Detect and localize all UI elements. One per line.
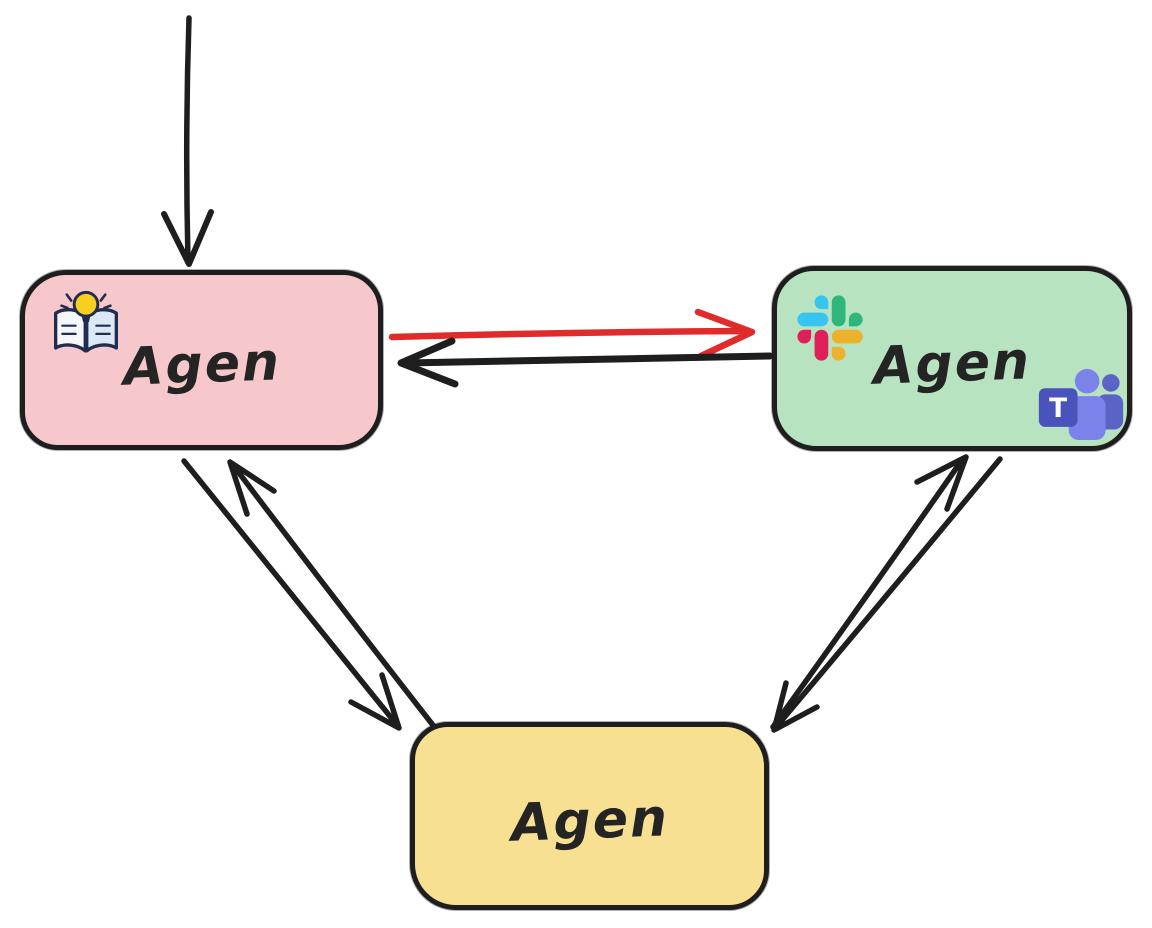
arrow-pink-to-yellow [181,458,402,731]
microsoft-teams-icon: T [1037,368,1125,440]
yellow-to-pink-shaft [230,462,446,741]
incoming-arrow [161,15,214,267]
arrow-yellow-to-pink [227,459,446,741]
red-arrow-shaft [388,327,752,341]
pink-to-yellow-head [348,672,402,731]
teams-letter: T [1049,394,1067,424]
agent-node-yellow: Agen [410,722,769,910]
incoming-arrow-head [161,209,214,267]
agent-node-green: T Agen [772,266,1132,451]
green-to-pink-shaft [402,352,774,367]
green-to-pink-head [397,337,459,388]
knowledge-book-lightbulb-icon [49,283,123,361]
arrow-pink-to-green-red [388,308,756,360]
yellow-to-green-head [914,454,969,512]
green-to-yellow-shaft [774,456,1003,729]
red-arrow-head [694,308,756,360]
yellow-to-pink-head [227,459,277,517]
incoming-arrow-shaft [183,15,192,263]
agent-label-green: Agen [872,330,1033,397]
yellow-to-green-shaft [770,457,965,730]
agent-label-yellow: Agen [509,788,670,854]
slack-icon [797,295,863,361]
arrow-green-to-pink [397,337,774,388]
arrow-green-to-yellow [771,456,1003,733]
agent-node-pink: Agen [20,270,383,450]
green-to-yellow-head [771,680,820,733]
pink-to-yellow-shaft [181,458,400,728]
agent-label-pink: Agen [121,332,282,398]
arrow-yellow-to-green [770,454,969,730]
